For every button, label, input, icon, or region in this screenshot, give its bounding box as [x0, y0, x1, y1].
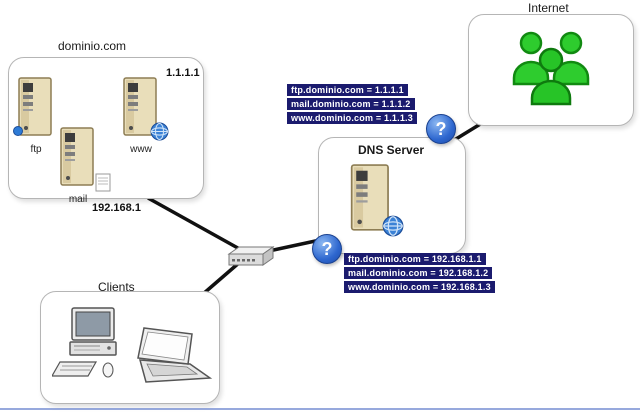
dns-box-label: DNS Server	[358, 143, 425, 157]
server-ftp-label: ftp	[30, 144, 42, 155]
public-ip-label: 1.1.1.1	[166, 67, 200, 79]
link-switch-to-clients	[201, 260, 242, 296]
server-mail: mail	[56, 126, 111, 205]
dns-record: www.dominio.com = 1.1.1.3	[287, 112, 417, 124]
server-tower-icon	[18, 77, 52, 136]
dns-record: mail.dominio.com = 1.1.1.2	[287, 98, 415, 110]
laptop-icon	[137, 327, 213, 383]
server-icon	[13, 76, 58, 143]
document-icon	[95, 173, 111, 192]
private-network-label: 192.168.1	[92, 202, 141, 214]
server-ftp: ftp	[13, 76, 58, 155]
server-mail-label: mail	[68, 194, 88, 205]
internet-users	[505, 28, 597, 106]
dns-record: ftp.dominio.com = 192.168.1.1	[344, 253, 486, 265]
question-mark-icon: ?	[312, 234, 342, 264]
dns-private-records: ftp.dominio.com = 192.168.1.1 mail.domin…	[344, 253, 495, 293]
bottom-rule	[0, 408, 640, 410]
server-tower-icon	[60, 127, 94, 186]
question-mark-icon: ?	[426, 114, 456, 144]
dns-server	[346, 162, 404, 239]
link-domain-to-switch	[147, 196, 246, 254]
globe-icon	[150, 122, 169, 141]
people-group-icon	[512, 31, 590, 106]
dns-record: mail.dominio.com = 192.168.1.2	[344, 267, 493, 279]
dns-record: ftp.dominio.com = 1.1.1.1	[287, 84, 408, 96]
client-laptop	[126, 326, 214, 388]
question-glyph: ?	[435, 118, 447, 139]
blue-dot-icon	[13, 126, 23, 136]
server-www-label: www	[130, 144, 152, 155]
question-glyph: ?	[321, 238, 333, 259]
server-www: www	[119, 76, 169, 155]
server-tower-icon	[123, 77, 157, 136]
globe-icon	[382, 215, 404, 237]
server-icon	[346, 162, 404, 239]
internet-box-label: Internet	[528, 1, 569, 15]
server-icon	[56, 126, 111, 193]
server-tower-icon	[350, 164, 389, 231]
switch-icon	[227, 246, 275, 266]
dns-record: www.dominio.com = 192.168.1.3	[344, 281, 495, 293]
server-icon	[119, 76, 169, 143]
client-desktop	[52, 304, 130, 382]
desktop-computer-icon	[52, 307, 117, 378]
domain-box-label: dominio.com	[58, 39, 127, 53]
clients-box-label: Clients	[98, 280, 135, 294]
dns-public-records: ftp.dominio.com = 1.1.1.1 mail.dominio.c…	[287, 84, 417, 124]
network-switch	[225, 244, 275, 270]
